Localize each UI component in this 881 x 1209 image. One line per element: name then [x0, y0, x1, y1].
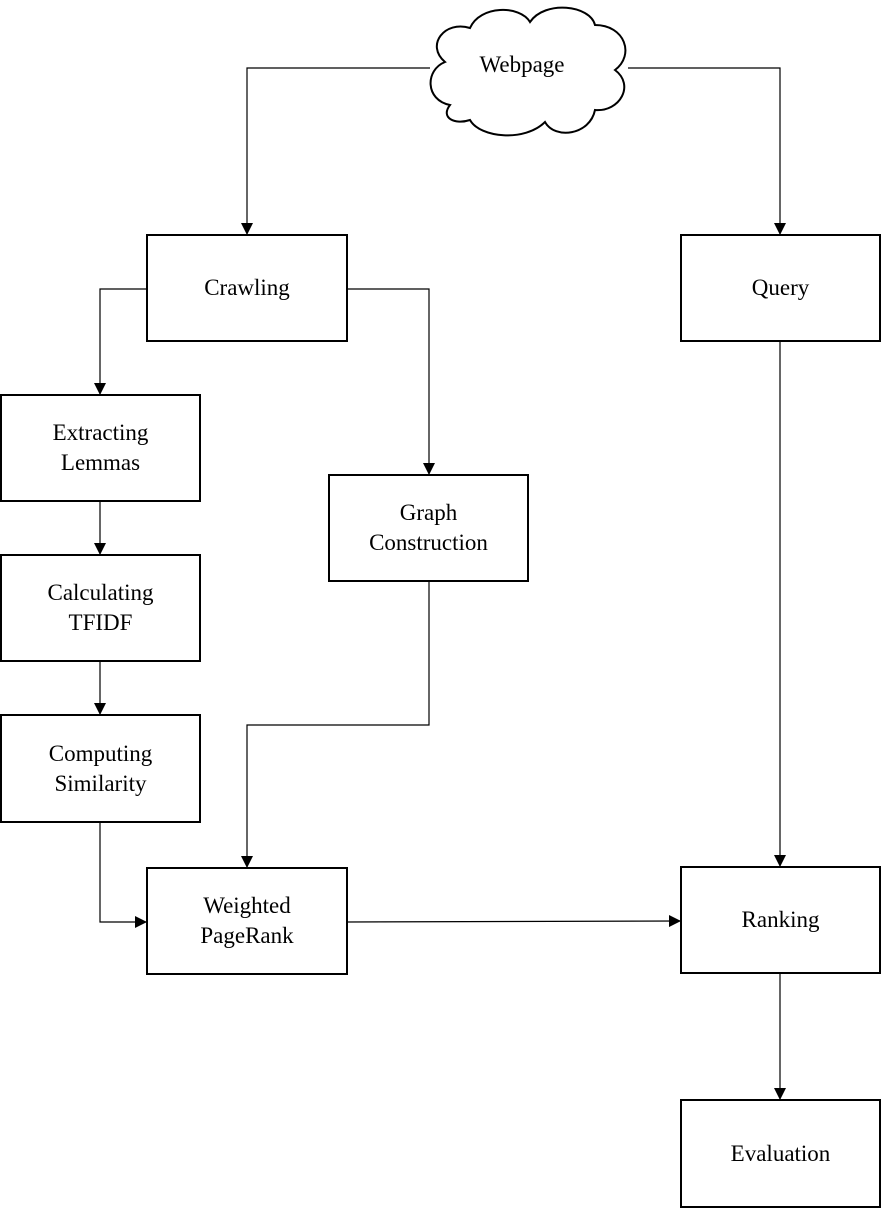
node-weighted-pagerank: Weighted PageRank	[146, 867, 348, 975]
node-crawling-label: Crawling	[204, 275, 290, 300]
edge-computing-similarity-weighted-pagerank	[99, 823, 147, 928]
node-extracting-lemmas: Extracting Lemmas	[0, 394, 201, 502]
node-graph-construction-label: Graph Construction	[369, 500, 488, 555]
webpage-cloud-shape	[429, 6, 627, 137]
node-weighted-pagerank-label: Weighted PageRank	[200, 893, 294, 948]
node-calculating-tfidf-label: Calculating TFIDF	[47, 580, 154, 635]
edge-weighted-pagerank-ranking	[346, 915, 681, 928]
node-ranking-label: Ranking	[741, 907, 820, 932]
node-calculating-tfidf: Calculating TFIDF	[0, 554, 201, 662]
edge-webpage-crawling	[241, 67, 430, 235]
node-query-label: Query	[751, 275, 810, 300]
edge-crawling-graph-construction	[347, 288, 435, 475]
node-ranking: Ranking	[680, 866, 881, 974]
edge-webpage-query	[628, 67, 786, 235]
node-graph-construction: Graph Construction	[328, 474, 529, 582]
node-extracting-lemmas-label: Extracting Lemmas	[52, 420, 149, 475]
node-evaluation: Evaluation	[680, 1099, 881, 1208]
node-computing-similarity-label: Computing Similarity	[48, 740, 153, 796]
node-crawling: Crawling	[146, 234, 348, 342]
node-webpage-label: Webpage	[479, 52, 565, 77]
edge-crawling-extracting-lemmas	[94, 288, 147, 395]
node-evaluation-label: Evaluation	[730, 1140, 831, 1166]
node-webpage: Webpage	[452, 50, 592, 80]
node-query: Query	[680, 234, 881, 342]
node-computing-similarity: Computing Similarity	[0, 714, 201, 823]
edge-graph-construction-weighted-pagerank	[241, 582, 430, 868]
